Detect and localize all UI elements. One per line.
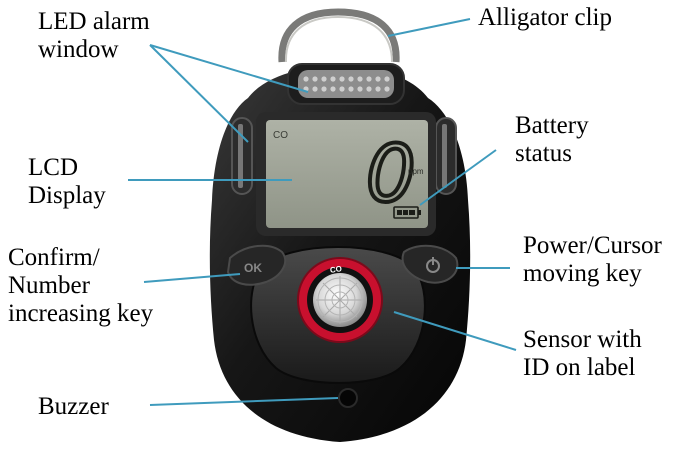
led-dot bbox=[375, 76, 381, 82]
led-dot bbox=[303, 76, 309, 82]
sensor-mesh-line bbox=[339, 299, 358, 318]
led-dot bbox=[348, 76, 354, 82]
label-confirm-key: Confirm/ Number increasing key bbox=[8, 244, 154, 327]
power-icon bbox=[426, 257, 440, 273]
buzzer-hole bbox=[338, 388, 358, 408]
sensor-mesh-ring bbox=[317, 277, 363, 323]
lcd-gas-label: CO bbox=[273, 130, 288, 141]
leader-alligator-clip bbox=[387, 18, 471, 37]
led-dot bbox=[312, 86, 318, 92]
led-dot bbox=[330, 76, 336, 82]
led-dot bbox=[384, 86, 390, 92]
led-dot bbox=[384, 76, 390, 82]
power-cursor-moving-key[interactable] bbox=[401, 244, 459, 284]
led-dot bbox=[348, 86, 354, 92]
label-lcd-display: LCD Display bbox=[28, 154, 106, 209]
ok-key-label: OK bbox=[244, 261, 262, 275]
led-dot bbox=[366, 76, 372, 82]
label-buzzer: Buzzer bbox=[38, 393, 109, 420]
label-alligator-clip: Alligator clip bbox=[478, 4, 612, 31]
led-dot bbox=[357, 86, 363, 92]
confirm-number-increasing-key[interactable] bbox=[226, 244, 287, 286]
leader-lines bbox=[128, 18, 517, 406]
sensor-mesh-ring bbox=[324, 284, 356, 316]
led-dots bbox=[303, 76, 390, 92]
leader-led-top bbox=[149, 44, 309, 93]
label-battery-status: Battery status bbox=[515, 112, 589, 167]
led-dot bbox=[312, 76, 318, 82]
label-power-key: Power/Cursor moving key bbox=[523, 232, 662, 287]
sensor-mesh-ring bbox=[331, 291, 349, 309]
led-dot bbox=[339, 86, 345, 92]
lcd-unit: ppm bbox=[408, 167, 424, 176]
leader-confirm-key bbox=[143, 273, 241, 283]
led-dot bbox=[330, 86, 336, 92]
alligator-clip-ring bbox=[278, 8, 400, 63]
leader-battery bbox=[419, 149, 497, 206]
sensor-mesh-line bbox=[322, 282, 341, 301]
lcd-display-screen bbox=[266, 120, 428, 228]
leader-sensor bbox=[393, 311, 517, 351]
label-led-alarm-window: LED alarm window bbox=[38, 8, 150, 63]
led-dot bbox=[339, 76, 345, 82]
led-dot bbox=[357, 76, 363, 82]
led-dot bbox=[375, 86, 381, 92]
led-alarm-window-glass bbox=[298, 70, 394, 98]
leader-buzzer bbox=[149, 397, 339, 406]
sensor-mesh bbox=[316, 276, 364, 324]
sensor-mesh-line bbox=[339, 282, 358, 301]
led-dot bbox=[321, 76, 327, 82]
led-dot bbox=[366, 86, 372, 92]
battery-icon bbox=[393, 206, 421, 219]
sensor-mesh-line bbox=[322, 299, 341, 318]
led-dot bbox=[321, 86, 327, 92]
sensor-id-label: CO bbox=[329, 264, 342, 275]
label-sensor: Sensor with ID on label bbox=[523, 326, 642, 381]
leader-led-side bbox=[149, 44, 249, 143]
